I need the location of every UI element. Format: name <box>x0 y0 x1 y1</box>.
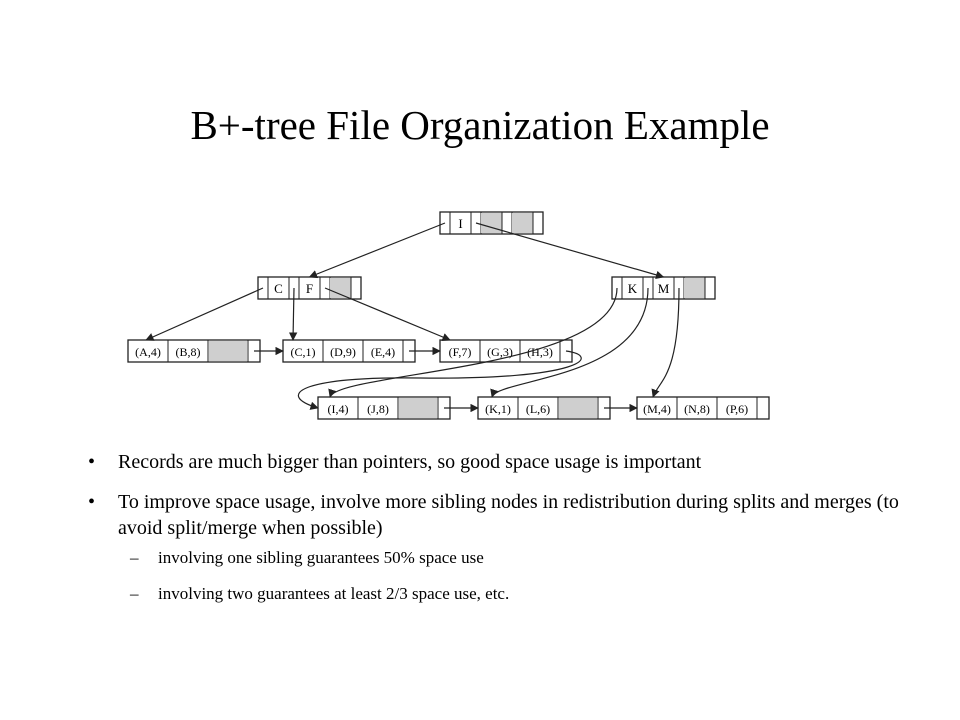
leaf-record: (D,9) <box>330 345 356 359</box>
leaf-record: (K,1) <box>485 402 511 416</box>
tree-pointer-arrow <box>324 287 451 341</box>
bullet-item: • Records are much bigger than pointers, … <box>88 449 908 475</box>
sub-bullet-marker: – <box>130 584 139 603</box>
bullet-marker: • <box>88 451 96 473</box>
node-key: K <box>628 281 638 296</box>
leaf-record: (M,4) <box>643 402 671 416</box>
leaf-record: (L,6) <box>526 402 550 416</box>
bullet-text: To improve space usage, involve more sib… <box>118 491 899 539</box>
empty-key-slot <box>481 213 502 233</box>
tree-pointer-arrow <box>288 287 298 341</box>
leaf-record: (G,3) <box>487 345 513 359</box>
node-key: C <box>274 281 283 296</box>
leaf-record: (I,4) <box>328 402 349 416</box>
leaf-node: (M,4) (N,8) (P,6) <box>636 396 770 420</box>
leaf-record: (A,4) <box>135 345 161 359</box>
node-key: I <box>458 216 462 231</box>
tree-pointer-arrow <box>651 287 680 398</box>
tree-pointer-arrow <box>308 222 446 279</box>
leaf-record: (B,8) <box>176 345 201 359</box>
empty-record-slot <box>399 398 437 418</box>
root-node: I <box>439 211 544 235</box>
next-leaf-arrow <box>298 350 582 410</box>
leaf-node: (F,7) (G,3) (H,3) <box>439 339 573 363</box>
sub-bullet-text: involving two guarantees at least 2/3 sp… <box>158 584 510 603</box>
tree-pointer-arrow <box>328 287 618 398</box>
node-key: M <box>658 281 670 296</box>
bullet-item: • To improve space usage, involve more si… <box>88 489 908 605</box>
leaf-node: (K,1) (L,6) <box>477 396 611 420</box>
leaf-node: (I,4) (J,8) <box>317 396 451 420</box>
sub-bullet-list: –involving one sibling guarantees 50% sp… <box>118 547 908 605</box>
leaf-record: (N,8) <box>684 402 710 416</box>
leaf-record: (H,3) <box>527 345 553 359</box>
empty-key-slot <box>512 213 533 233</box>
bullet-text: Records are much bigger than pointers, s… <box>118 451 702 473</box>
bullet-marker: • <box>88 491 96 513</box>
tree-pointer-arrow <box>490 287 649 398</box>
bullet-list: • Records are much bigger than pointers, … <box>88 449 908 619</box>
leaf-record: (E,4) <box>371 345 395 359</box>
empty-key-slot <box>684 278 705 298</box>
node-key: F <box>306 281 313 296</box>
leaf-record: (J,8) <box>367 402 389 416</box>
empty-record-slot <box>559 398 597 418</box>
slide-title: B+-tree File Organization Example <box>190 102 770 148</box>
leaf-record: (C,1) <box>291 345 316 359</box>
tree-pointer-arrow <box>475 222 665 279</box>
leaf-node: (C,1) (D,9) (E,4) <box>282 339 416 363</box>
sub-bullet-text: involving one sibling guarantees 50% spa… <box>158 548 484 567</box>
empty-record-slot <box>209 341 247 361</box>
sub-bullet-item: –involving two guarantees at least 2/3 s… <box>118 583 908 605</box>
empty-key-slot <box>330 278 351 298</box>
leaf-record: (F,7) <box>449 345 472 359</box>
leaf-record: (P,6) <box>726 402 748 416</box>
sub-bullet-item: –involving one sibling guarantees 50% sp… <box>118 547 908 569</box>
sub-bullet-marker: – <box>130 548 139 567</box>
leaf-node: (A,4) (B,8) <box>127 339 261 363</box>
tree-pointer-arrow <box>145 287 264 341</box>
